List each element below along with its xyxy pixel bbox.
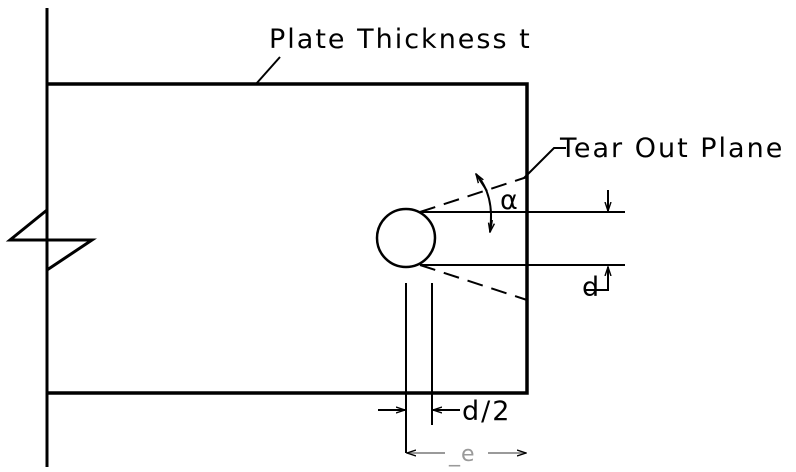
alpha-arrow-bottom (490, 219, 492, 232)
break-symbol (5, 208, 97, 272)
tear-out-plane-lower (419, 264, 528, 301)
d-label: d (582, 272, 601, 303)
plate-outline (47, 82, 529, 395)
alpha-arrow-top (476, 174, 488, 192)
thickness-leader (255, 56, 281, 85)
tear-out-plane-upper (419, 176, 528, 213)
bolt-hole (375, 207, 437, 269)
plate-thickness-label: Plate Thickness t (269, 24, 532, 55)
tear-out-plane-label: Tear Out Plane (559, 133, 784, 164)
alpha-label: α (500, 185, 520, 216)
tear-out-leader (523, 147, 566, 179)
alpha-arc (475, 173, 492, 232)
d-half-label: d/2 (462, 396, 511, 427)
e-label: _e (448, 442, 476, 467)
